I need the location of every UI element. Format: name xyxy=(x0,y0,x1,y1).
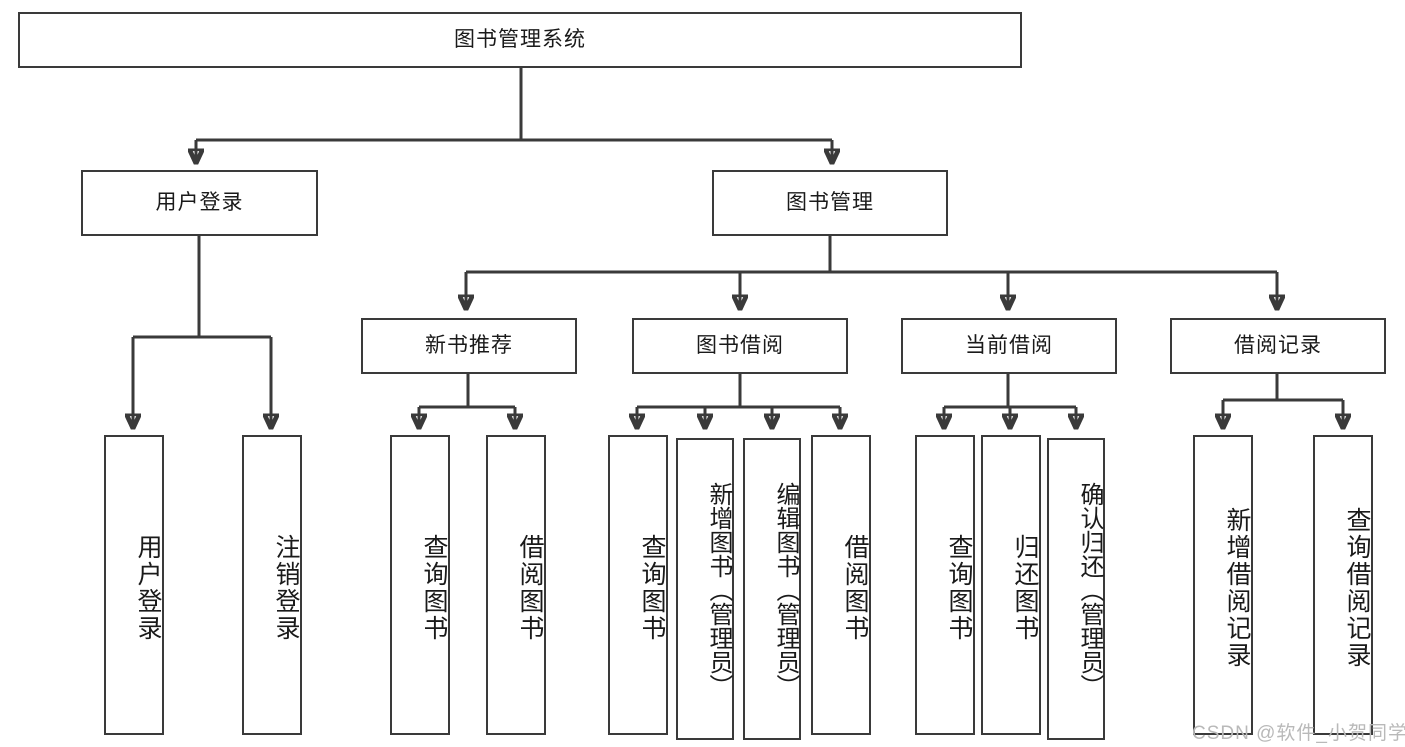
node-root-system[interactable]: 图书管理系统 xyxy=(18,12,1022,68)
node-label: 图书管理 xyxy=(786,190,874,214)
node-label: 用户登录 xyxy=(134,534,162,642)
leaf-query-book-borrow[interactable]: 查询图书 xyxy=(608,435,668,735)
leaf-edit-book-admin[interactable]: 编辑图书（管理员） xyxy=(743,438,801,740)
node-label: 查询图书 xyxy=(420,534,448,642)
leaf-query-borrow-record[interactable]: 查询借阅记录 xyxy=(1313,435,1373,735)
leaf-query-book-recommend[interactable]: 查询图书 xyxy=(390,435,450,735)
leaf-borrow-book-recommend[interactable]: 借阅图书 xyxy=(486,435,546,735)
node-label: 新书推荐 xyxy=(425,333,513,357)
leaf-confirm-return-admin[interactable]: 确认归还（管理员） xyxy=(1047,438,1105,740)
node-user-login[interactable]: 用户登录 xyxy=(81,170,318,236)
leaf-user-logout[interactable]: 注销登录 xyxy=(242,435,302,735)
node-label: 查询图书 xyxy=(638,534,666,642)
node-label: 借阅图书 xyxy=(841,534,869,642)
node-label: 图书管理系统 xyxy=(454,27,586,51)
node-label: 借阅图书 xyxy=(516,534,544,642)
leaf-borrow-book[interactable]: 借阅图书 xyxy=(811,435,871,735)
node-label: 当前借阅 xyxy=(965,333,1053,357)
leaf-add-book-admin[interactable]: 新增图书（管理员） xyxy=(676,438,734,740)
node-label: 新增借阅记录 xyxy=(1223,507,1251,669)
node-label: 注销登录 xyxy=(272,534,300,642)
node-book-management[interactable]: 图书管理 xyxy=(712,170,948,236)
node-label: 用户登录 xyxy=(155,190,244,214)
leaf-return-book[interactable]: 归还图书 xyxy=(981,435,1041,735)
leaf-user-login[interactable]: 用户登录 xyxy=(104,435,164,735)
node-label: 借阅记录 xyxy=(1234,333,1322,357)
node-current-borrow[interactable]: 当前借阅 xyxy=(901,318,1117,374)
leaf-query-book-current[interactable]: 查询图书 xyxy=(915,435,975,735)
node-label: 图书借阅 xyxy=(696,333,784,357)
node-label: 归还图书 xyxy=(1011,534,1039,642)
node-label: 新增图书（管理员） xyxy=(705,482,732,698)
node-label: 查询图书 xyxy=(945,534,973,642)
csdn-watermark: CSDN @软件_小贺同学 xyxy=(1192,723,1405,744)
node-label: 编辑图书（管理员） xyxy=(772,482,799,698)
node-label: 查询借阅记录 xyxy=(1343,507,1371,669)
node-label: 确认归还（管理员） xyxy=(1076,482,1103,698)
node-new-book-recommend[interactable]: 新书推荐 xyxy=(361,318,577,374)
node-borrow-record[interactable]: 借阅记录 xyxy=(1170,318,1386,374)
node-book-borrow[interactable]: 图书借阅 xyxy=(632,318,848,374)
leaf-add-borrow-record[interactable]: 新增借阅记录 xyxy=(1193,435,1253,735)
